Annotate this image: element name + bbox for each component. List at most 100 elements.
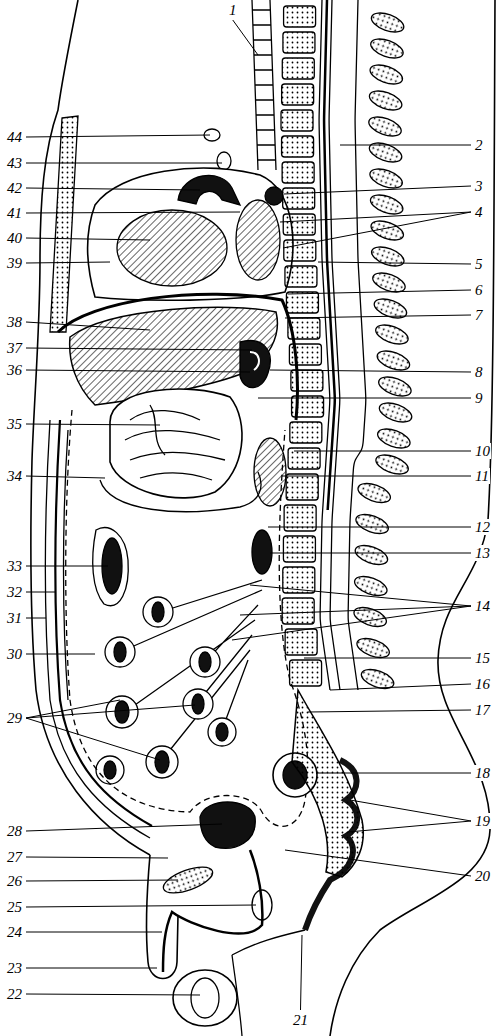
anatomy-part xyxy=(106,696,138,728)
trachea-rings xyxy=(252,10,276,160)
leader-line xyxy=(26,824,222,831)
callout-number: 36 xyxy=(6,362,23,378)
stomach-folds xyxy=(125,405,225,480)
callout-number: 5 xyxy=(474,256,484,272)
anatomy-part xyxy=(146,746,178,778)
penis xyxy=(147,855,178,979)
colon-loop xyxy=(93,528,129,606)
vertebral-body xyxy=(282,58,314,79)
anatomy-part xyxy=(183,689,213,719)
leader-line xyxy=(340,145,471,146)
anatomy-part xyxy=(114,642,126,662)
sternum xyxy=(50,116,78,332)
callout-number: 41 xyxy=(6,205,23,221)
callout-number: 6 xyxy=(474,282,484,298)
leader-line xyxy=(270,370,471,372)
leader-line xyxy=(285,850,471,876)
small-intestine xyxy=(96,597,236,784)
callout-number: 16 xyxy=(474,676,491,692)
leader-line xyxy=(316,773,471,774)
vertebral-body xyxy=(292,396,324,417)
leader-line xyxy=(233,20,258,55)
leader-line xyxy=(26,880,178,881)
spinous-process xyxy=(373,321,410,348)
spinous-process xyxy=(367,165,404,192)
leader-line xyxy=(26,163,222,164)
leader-line xyxy=(285,315,471,318)
leader-line xyxy=(258,398,471,399)
leader-line xyxy=(26,476,105,478)
anatomy-part xyxy=(105,637,135,667)
leader-line xyxy=(283,212,471,248)
leader-line xyxy=(284,186,471,194)
leader-line xyxy=(26,932,162,933)
vertebral-column xyxy=(281,0,414,692)
leader-line xyxy=(26,718,160,760)
callout-number: 42 xyxy=(6,180,23,196)
vertebral-body xyxy=(282,598,314,624)
callout-number: 33 xyxy=(6,558,23,574)
leader-line xyxy=(250,585,471,606)
leader-line xyxy=(26,618,46,619)
leader-line xyxy=(304,658,471,659)
lamina-line xyxy=(348,0,366,690)
callout-number: 15 xyxy=(474,650,491,666)
anatomy-part xyxy=(208,718,236,746)
spinous-process xyxy=(353,542,390,569)
leader-line xyxy=(26,212,240,213)
callout-number: 19 xyxy=(474,813,491,829)
callout-number: 44 xyxy=(6,129,23,145)
vertebral-body xyxy=(281,110,313,131)
vertebral-body xyxy=(285,266,317,287)
leader-line xyxy=(26,592,55,593)
vertebral-body xyxy=(283,567,315,593)
vertebral-body xyxy=(290,660,322,686)
anatomy-part xyxy=(152,602,164,622)
callout-number: 43 xyxy=(6,155,23,171)
vertebral-body xyxy=(290,422,322,443)
stomach xyxy=(110,389,242,498)
callout-number: 7 xyxy=(474,307,484,323)
vertebral-body xyxy=(283,214,315,235)
callout-number: 9 xyxy=(474,390,484,406)
leader-line xyxy=(26,188,200,190)
spinal-cord xyxy=(324,0,335,510)
callout-number: 37 xyxy=(6,340,23,356)
sacrum xyxy=(292,690,363,877)
leader-line xyxy=(26,857,168,858)
leader-line xyxy=(26,566,108,567)
callout-number: 29 xyxy=(6,710,23,726)
leader-line xyxy=(26,654,95,655)
spinous-process xyxy=(355,480,392,507)
anatomy-part xyxy=(143,597,173,627)
vertebral-body xyxy=(282,136,314,157)
peritoneum xyxy=(66,410,308,826)
leader-line xyxy=(26,905,256,907)
leader-line xyxy=(26,322,150,330)
callout-number: 18 xyxy=(474,765,491,781)
spinous-process xyxy=(375,425,412,452)
anatomy-part xyxy=(190,647,220,677)
anatomy-part xyxy=(216,723,228,741)
perineum xyxy=(232,930,305,955)
spinous-process xyxy=(372,295,409,322)
spinous-process xyxy=(367,87,404,114)
vertebral-body xyxy=(282,162,314,183)
callout-number: 32 xyxy=(6,584,23,600)
spinous-process xyxy=(354,635,391,662)
leader-line xyxy=(26,348,252,350)
vertebral-body xyxy=(288,318,320,339)
leader-line xyxy=(26,135,210,137)
callout-number: 39 xyxy=(6,255,23,271)
spinous-process xyxy=(351,604,388,631)
callout-number: 34 xyxy=(6,468,23,484)
spinous-process xyxy=(366,113,403,140)
anatomy-part xyxy=(96,756,124,784)
leader-line xyxy=(288,290,471,294)
spinous-process xyxy=(369,9,406,36)
spinous-process xyxy=(376,373,413,400)
cardia-lumen xyxy=(250,352,259,370)
anatomy-part xyxy=(104,761,116,779)
callout-number: 30 xyxy=(6,646,23,662)
